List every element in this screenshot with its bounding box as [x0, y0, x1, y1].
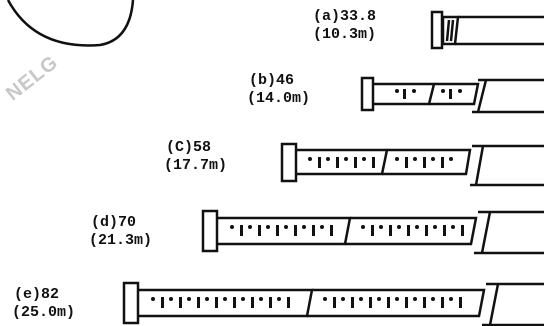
boom-e-holes	[151, 297, 462, 308]
boom-b-holes	[395, 89, 462, 99]
boom-d-holes	[230, 225, 464, 236]
boom-b	[360, 76, 544, 114]
boom-c-metric: (17.7m)	[164, 157, 228, 174]
boom-a	[430, 10, 544, 50]
boom-a-label: (a)33.8	[313, 8, 377, 25]
boom-c-label: (C)58	[166, 139, 212, 156]
boom-c	[280, 142, 544, 187]
boom-e	[122, 281, 544, 326]
corner-circle-arc	[6, 0, 135, 47]
boom-d	[201, 209, 544, 255]
boom-a-metric: (10.3m)	[313, 26, 377, 43]
boom-d-label: (d)70	[91, 214, 137, 231]
boom-e-label: (e)82	[14, 286, 60, 303]
boom-e-metric: (25.0m)	[12, 304, 76, 321]
boom-c-holes	[308, 157, 453, 168]
boom-d-metric: (21.3m)	[89, 232, 153, 249]
boom-b-metric: (14.0m)	[247, 90, 311, 107]
boom-b-label: (b)46	[249, 72, 295, 89]
